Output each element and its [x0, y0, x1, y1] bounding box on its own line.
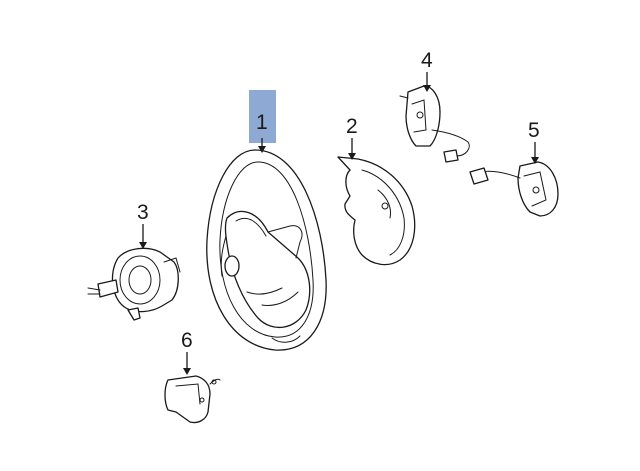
trim-cover-part[interactable]: [164, 375, 221, 424]
arrow-2: [348, 138, 356, 160]
steering-wheel-part[interactable]: [206, 149, 327, 351]
arrow-1: [258, 138, 266, 153]
clock-spring-part[interactable]: [87, 247, 181, 321]
callout-6-label: 6: [181, 329, 193, 352]
callout-1-highlight: [249, 90, 276, 143]
arrow-6: [183, 352, 191, 375]
arrow-5: [531, 142, 539, 164]
airbag-cover-part[interactable]: [337, 156, 416, 266]
callout-2-label: 2: [346, 115, 358, 138]
arrow-4: [423, 72, 431, 92]
steering-switch-left-part[interactable]: [399, 85, 470, 163]
callout-5-label: 5: [528, 119, 540, 142]
callout-3-label: 3: [137, 201, 149, 224]
steering-switch-right-part[interactable]: [469, 161, 559, 217]
callout-1-label: 1: [256, 111, 268, 134]
arrow-3: [139, 224, 147, 249]
callout-arrows: [139, 72, 539, 375]
callout-4-label: 4: [421, 49, 433, 72]
